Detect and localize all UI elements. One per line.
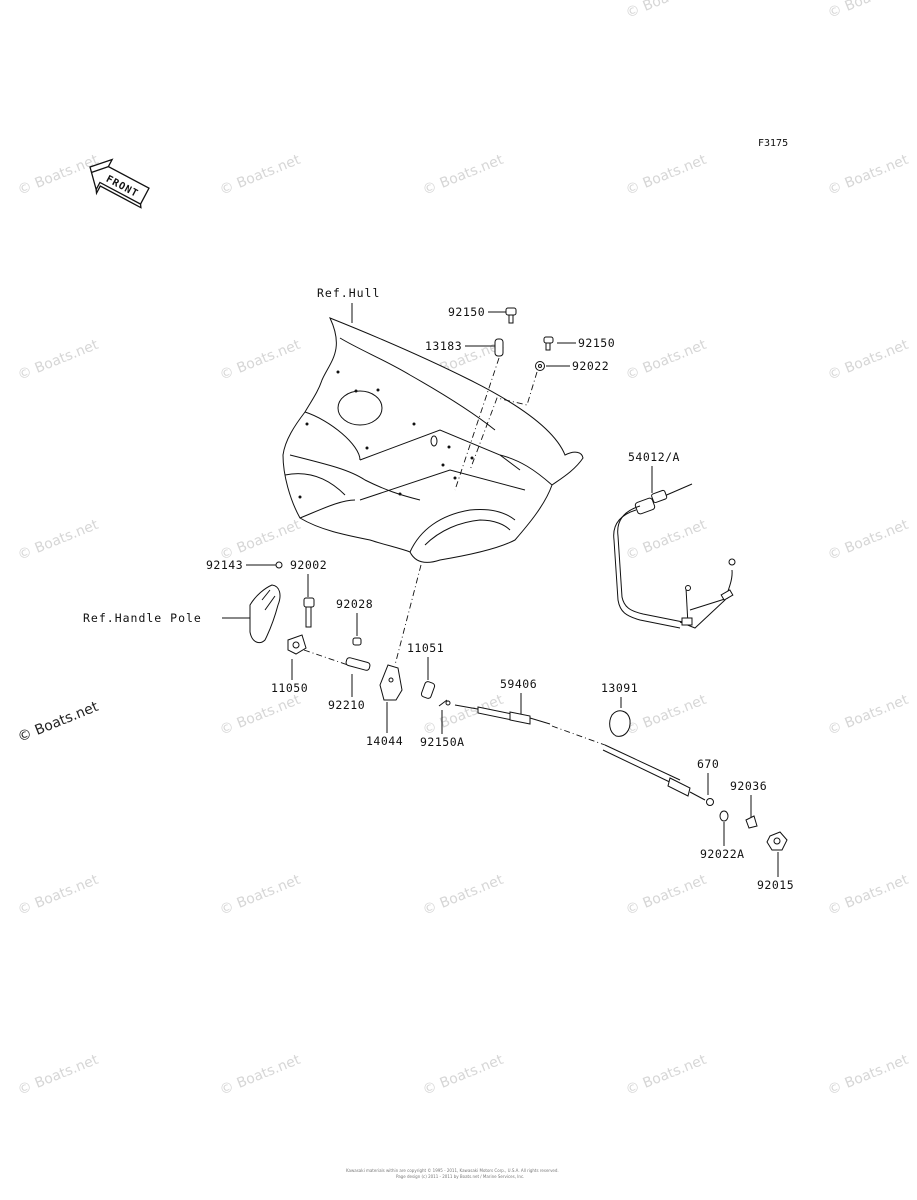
part-label-92022a: 92022A bbox=[700, 847, 745, 861]
watermark: © Boats.net bbox=[421, 152, 507, 199]
watermark-dark: © Boats.net bbox=[16, 699, 102, 746]
bolt-92002 bbox=[303, 597, 315, 628]
watermark: © Boats.net bbox=[826, 517, 912, 564]
part-label-670: 670 bbox=[697, 757, 719, 771]
footer-copyright: Kawasaki materials within are copyright … bbox=[346, 1168, 559, 1173]
part-label-13183: 13183 bbox=[425, 339, 462, 353]
watermark: © Boats.net bbox=[16, 337, 102, 384]
assembly-line bbox=[454, 357, 500, 491]
part-label-54012a: 54012/A bbox=[628, 450, 680, 464]
footer-page-design: Page design (c) 2011 - 2011 by Boats.net… bbox=[396, 1174, 524, 1179]
bracket-13183 bbox=[494, 338, 504, 357]
watermark: © Boats.net bbox=[624, 692, 710, 739]
pin-92036 bbox=[745, 815, 758, 829]
watermark: © Boats.net bbox=[624, 517, 710, 564]
washer-92022a bbox=[719, 810, 729, 822]
part-label-92150-right: 92150 bbox=[578, 336, 615, 350]
grommet-13091 bbox=[609, 710, 631, 737]
part-label-92143: 92143 bbox=[206, 558, 243, 572]
watermark: © Boats.net bbox=[421, 872, 507, 919]
nut-92015 bbox=[766, 831, 788, 851]
lever-14044 bbox=[379, 664, 403, 701]
hull-drawing bbox=[282, 317, 584, 563]
part-label-14044: 14044 bbox=[366, 734, 403, 748]
bolt-92150-right bbox=[543, 336, 554, 351]
watermark: © Boats.net bbox=[16, 1052, 102, 1099]
watermark: © Boats.net bbox=[16, 517, 102, 564]
watermark: © Boats.net bbox=[218, 337, 304, 384]
link-92210 bbox=[345, 657, 371, 671]
ref-handle-pole-label: Ref.Handle Pole bbox=[83, 611, 202, 625]
figure-id: F3175 bbox=[758, 138, 788, 149]
washer-92022 bbox=[535, 361, 545, 371]
part-label-92210: 92210 bbox=[328, 698, 365, 712]
part-label-92022: 92022 bbox=[572, 359, 609, 373]
watermark: © Boats.net bbox=[218, 517, 304, 564]
part-label-11050: 11050 bbox=[271, 681, 308, 695]
joint-11051 bbox=[420, 681, 436, 699]
watermark: © Boats.net bbox=[624, 0, 710, 22]
part-label-13091: 13091 bbox=[601, 681, 638, 695]
cable-54012a bbox=[613, 483, 736, 629]
watermark: © Boats.net bbox=[218, 152, 304, 199]
part-label-92036: 92036 bbox=[730, 779, 767, 793]
watermark: © Boats.net bbox=[826, 872, 912, 919]
clip-92150a bbox=[438, 699, 451, 707]
part-label-92028: 92028 bbox=[336, 597, 373, 611]
part-label-92150a: 92150A bbox=[420, 735, 465, 749]
watermark: © Boats.net bbox=[826, 692, 912, 739]
part-label-59406: 59406 bbox=[500, 677, 537, 691]
handle-pole-bracket bbox=[249, 561, 283, 644]
part-label-11051: 11051 bbox=[407, 641, 444, 655]
watermark: © Boats.net bbox=[16, 872, 102, 919]
bracket-11050 bbox=[287, 634, 307, 655]
watermark: © Boats.net bbox=[624, 337, 710, 384]
watermark: © Boats.net bbox=[826, 0, 912, 22]
watermark: © Boats.net bbox=[16, 152, 102, 199]
assembly-line bbox=[469, 371, 538, 471]
nut-92028 bbox=[352, 637, 362, 646]
part-label-92015: 92015 bbox=[757, 878, 794, 892]
watermark: © Boats.net bbox=[826, 1052, 912, 1099]
assembly-line bbox=[394, 564, 422, 666]
watermark: © Boats.net bbox=[218, 1052, 304, 1099]
watermark: © Boats.net bbox=[624, 872, 710, 919]
watermark: © Boats.net bbox=[218, 692, 304, 739]
watermark: © Boats.net bbox=[218, 872, 304, 919]
bolt-92150-top bbox=[505, 307, 517, 324]
part-label-92150-top: 92150 bbox=[448, 305, 485, 319]
ref-hull-label: Ref.Hull bbox=[317, 286, 380, 300]
watermark: © Boats.net bbox=[624, 1052, 710, 1099]
watermark: © Boats.net bbox=[421, 1052, 507, 1099]
assembly-line bbox=[303, 649, 349, 666]
watermark: © Boats.net bbox=[826, 337, 912, 384]
cable-59406 bbox=[454, 704, 706, 801]
watermark: © Boats.net bbox=[624, 152, 710, 199]
part-label-92002: 92002 bbox=[290, 558, 327, 572]
watermark: © Boats.net bbox=[826, 152, 912, 199]
collar-670 bbox=[706, 798, 714, 806]
